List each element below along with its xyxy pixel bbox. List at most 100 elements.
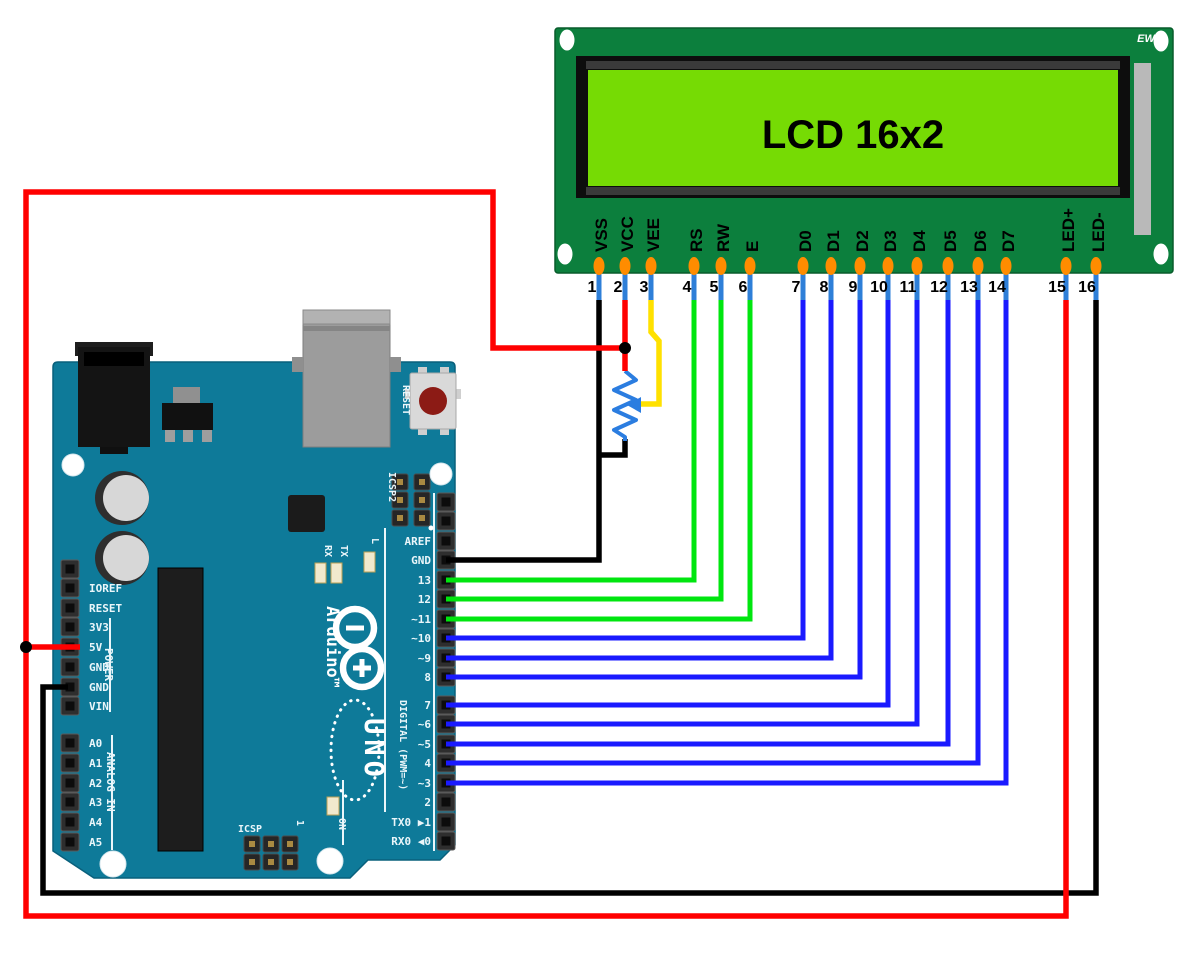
l-led-label: L bbox=[369, 538, 380, 544]
svg-text:7: 7 bbox=[792, 279, 801, 296]
junction-dot bbox=[619, 342, 631, 354]
svg-text:D7: D7 bbox=[999, 230, 1018, 252]
icsp-pin1-label: 1 bbox=[294, 820, 305, 826]
svg-text:AREF: AREF bbox=[405, 535, 432, 548]
usb-interface-chip bbox=[288, 495, 325, 532]
lcd-side-bar bbox=[1134, 63, 1151, 235]
svg-text:10: 10 bbox=[870, 279, 888, 296]
wire-13-rs[interactable] bbox=[446, 300, 697, 583]
svg-text:D0: D0 bbox=[796, 230, 815, 252]
uno-badge-oval bbox=[329, 698, 381, 802]
svg-text:4: 4 bbox=[683, 279, 692, 296]
rx-label: RX bbox=[322, 545, 333, 557]
wire-10-d0[interactable] bbox=[446, 300, 806, 641]
lcd-mount-hole bbox=[1153, 30, 1169, 52]
svg-text:RESET: RESET bbox=[89, 602, 122, 615]
reset-button-cap[interactable] bbox=[419, 387, 447, 415]
wire-vee-wiper[interactable] bbox=[641, 300, 662, 407]
svg-text:VIN: VIN bbox=[89, 700, 109, 713]
svg-text:D4: D4 bbox=[910, 230, 929, 252]
svg-text:15: 15 bbox=[1048, 279, 1066, 296]
svg-text:D3: D3 bbox=[881, 230, 900, 252]
svg-text:LED+: LED+ bbox=[1059, 208, 1078, 252]
on-led bbox=[326, 796, 340, 816]
wire-4-d6[interactable] bbox=[446, 300, 981, 766]
svg-text:9: 9 bbox=[849, 279, 858, 296]
svg-text:12: 12 bbox=[418, 593, 431, 606]
svg-text:7: 7 bbox=[424, 699, 431, 712]
svg-text:2: 2 bbox=[614, 279, 623, 296]
wire-11-e[interactable] bbox=[446, 300, 753, 622]
svg-text:VCC: VCC bbox=[618, 216, 637, 252]
wire-pot-gnd[interactable] bbox=[597, 439, 628, 458]
potentiometer[interactable] bbox=[612, 369, 641, 441]
svg-text:14: 14 bbox=[988, 279, 1006, 296]
svg-text:A5: A5 bbox=[89, 836, 102, 849]
reset-label: RESET bbox=[400, 385, 411, 415]
svg-text:3: 3 bbox=[640, 279, 649, 296]
wire-ledminus-gnd[interactable] bbox=[40, 300, 1099, 896]
wire-5-d5[interactable] bbox=[446, 300, 951, 747]
arduino-brand: Arduino™ bbox=[322, 606, 342, 688]
tx-label: TX bbox=[338, 545, 349, 557]
svg-text:RX0 ◀0: RX0 ◀0 bbox=[391, 835, 431, 848]
svg-text:11: 11 bbox=[900, 279, 917, 296]
l-led bbox=[363, 551, 376, 573]
svg-text:D5: D5 bbox=[941, 230, 960, 252]
svg-text:TX0 ▶1: TX0 ▶1 bbox=[391, 816, 431, 829]
svg-text:GND: GND bbox=[89, 661, 109, 674]
lcd-pin-labels: VSS VCC VEE RS RW E D0 D1 D2 D3 D4 D5 D6… bbox=[592, 208, 1108, 252]
junction-dot bbox=[20, 641, 32, 653]
power-analog-header-labels: IOREF RESET 3V3 5V GND GND VIN A0 A1 A2 … bbox=[89, 582, 122, 849]
svg-text:~9: ~9 bbox=[418, 652, 431, 665]
wire-5v-loop[interactable] bbox=[23, 189, 1069, 919]
lcd-screen bbox=[588, 70, 1118, 186]
lcd-brand-logo: EW bbox=[1137, 33, 1156, 45]
voltage-regulator bbox=[162, 387, 213, 442]
lcd-title: LCD 16x2 bbox=[762, 113, 944, 157]
lcd-pin-numbers: 1 2 3 4 5 6 7 8 9 10 11 12 13 14 15 16 bbox=[588, 279, 1096, 296]
reset-button[interactable] bbox=[405, 367, 461, 435]
svg-text:2: 2 bbox=[424, 796, 431, 809]
wire-8-d2[interactable] bbox=[446, 300, 863, 680]
wire-3-d7[interactable] bbox=[446, 300, 1009, 786]
svg-text:5V: 5V bbox=[89, 641, 103, 654]
svg-text:5: 5 bbox=[710, 279, 719, 296]
wire-12-rw[interactable] bbox=[446, 300, 724, 602]
svg-text:RS: RS bbox=[687, 228, 706, 252]
svg-text:8: 8 bbox=[820, 279, 829, 296]
svg-text:D6: D6 bbox=[971, 230, 990, 252]
arduino-logo bbox=[332, 605, 385, 691]
svg-text:12: 12 bbox=[930, 279, 948, 296]
atmega-chip bbox=[157, 567, 204, 852]
svg-text:~5: ~5 bbox=[418, 738, 431, 751]
digital-header-pins[interactable] bbox=[436, 492, 456, 851]
usb-connector bbox=[292, 309, 401, 448]
lcd-bezel-stripe-bottom bbox=[586, 187, 1120, 195]
svg-text:3V3: 3V3 bbox=[89, 621, 109, 634]
power-analog-header-pins[interactable] bbox=[60, 559, 80, 852]
mount-hole bbox=[429, 462, 453, 486]
svg-text:VEE: VEE bbox=[644, 218, 663, 252]
power-header-label: POWER bbox=[102, 648, 115, 681]
svg-text:A1: A1 bbox=[89, 757, 103, 770]
mount-hole bbox=[61, 453, 85, 477]
wire-7-d3[interactable] bbox=[446, 300, 891, 708]
svg-text:~10: ~10 bbox=[411, 632, 431, 645]
wire-vss-gnd[interactable] bbox=[446, 300, 602, 563]
arduino-pcb bbox=[52, 361, 456, 879]
svg-text:RW: RW bbox=[714, 223, 733, 252]
wire-9-d1[interactable] bbox=[446, 300, 834, 661]
capacitor-1 bbox=[95, 471, 149, 525]
svg-text:A3: A3 bbox=[89, 796, 102, 809]
svg-text:LED-: LED- bbox=[1089, 212, 1108, 252]
svg-text:A4: A4 bbox=[89, 816, 103, 829]
wire-6-d4[interactable] bbox=[446, 300, 920, 727]
digital-header-labels: AREF GND 13 12 ~11 ~10 ~9 8 7 ~6 ~5 4 ~3… bbox=[391, 535, 431, 848]
lcd-module: LCD 16x2 EW VSS VCC VEE RS RW E D0 D1 D2… bbox=[554, 27, 1174, 274]
svg-text:GND: GND bbox=[411, 554, 431, 567]
on-label: ON bbox=[336, 818, 347, 830]
wires bbox=[20, 189, 1099, 919]
svg-text:8: 8 bbox=[424, 671, 431, 684]
